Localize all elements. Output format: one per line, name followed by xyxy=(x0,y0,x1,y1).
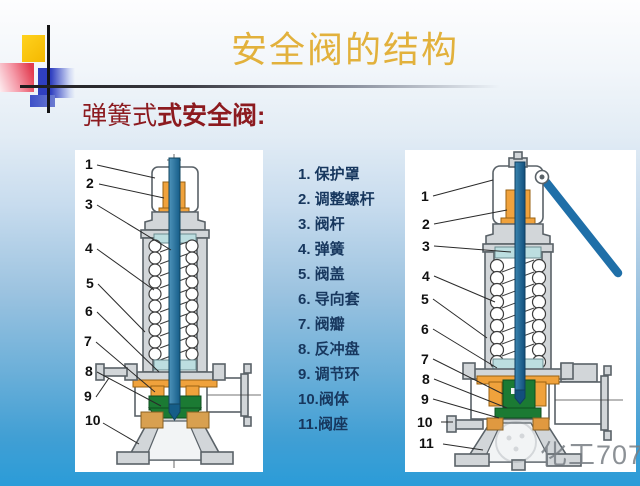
watermark-text: 化工707 xyxy=(540,440,640,470)
part-label: 10 xyxy=(85,412,101,428)
legend-item: 10.阀体 xyxy=(298,391,349,408)
legend-item: 11.阀座 xyxy=(298,416,349,433)
part-label: 2 xyxy=(86,175,94,191)
part-label: 6 xyxy=(421,321,429,337)
right-valve-diagram: 1 2 3 4 5 6 7 8 9 10 11 xyxy=(417,151,623,471)
subtitle-regular: 弹簧式 xyxy=(82,102,158,130)
leader-lines xyxy=(95,164,172,445)
part-label: 1 xyxy=(85,156,93,172)
valve-stem xyxy=(168,157,181,405)
deco-blue-square xyxy=(38,68,75,98)
page-title: 安全阀的结构 xyxy=(231,30,460,70)
spring xyxy=(148,239,199,361)
legend-item: 1. 保护罩 xyxy=(298,166,360,183)
part-label: 3 xyxy=(422,238,430,254)
adjusting-ring-pin xyxy=(454,419,484,430)
seat-ring xyxy=(140,411,164,429)
part-label: 11 xyxy=(419,435,434,451)
legend-item: 7. 阀瓣 xyxy=(298,316,345,333)
part-label: 5 xyxy=(421,291,429,307)
part-label: 9 xyxy=(84,388,92,404)
subtitle: 弹簧式式安全阀: xyxy=(82,96,265,132)
part-label: 3 xyxy=(85,196,93,212)
legend-item: 6. 导向套 xyxy=(298,291,360,308)
part-label: 4 xyxy=(422,268,430,284)
lifting-lever xyxy=(537,172,623,278)
leader-lines xyxy=(432,179,512,451)
part-numbers: 1 2 3 4 5 6 7 8 9 10 xyxy=(84,156,101,428)
part-label: 10 xyxy=(417,414,433,430)
right-valve-panel: 1 2 3 4 5 6 7 8 9 10 11 xyxy=(405,150,636,472)
part-label: 5 xyxy=(86,275,94,291)
seat-ring xyxy=(486,417,504,431)
subtitle-bold: 式安全阀: xyxy=(157,102,266,130)
deco-vertical-line xyxy=(47,25,50,113)
adjusting-ring-pin xyxy=(102,367,128,377)
legend-item: 9. 调节环 xyxy=(298,366,360,383)
part-label: 8 xyxy=(85,363,93,379)
outlet-pipe xyxy=(554,381,604,425)
part-numbers: 1 2 3 4 5 6 7 8 9 10 11 xyxy=(417,188,434,451)
watermark-logo-icon xyxy=(495,421,537,463)
part-label: 2 xyxy=(422,216,430,232)
parts-legend: 1. 保护罩 2. 调整螺杆 3. 阀杆 4. 弹簧 5. 阀盖 6. 导向套 … xyxy=(298,162,404,437)
valve-stem xyxy=(514,161,526,391)
part-label: 1 xyxy=(421,188,429,204)
deco-blue-small-square xyxy=(30,95,55,107)
left-valve-panel: 1 2 3 4 5 6 7 8 9 10 xyxy=(75,150,263,472)
part-label: 9 xyxy=(421,391,429,407)
legend-item: 2. 调整螺杆 xyxy=(298,191,375,208)
legend-item: 3. 阀杆 xyxy=(298,216,345,233)
left-valve-diagram: 1 2 3 4 5 6 7 8 9 10 xyxy=(84,154,261,468)
guide-sleeve xyxy=(488,381,503,407)
deco-yellow-square xyxy=(22,35,45,62)
legend-item: 8. 反冲盘 xyxy=(298,341,360,358)
legend-item: 4. 弹簧 xyxy=(298,241,345,258)
legend-item: 5. 阀盖 xyxy=(298,266,345,283)
part-label: 7 xyxy=(84,333,92,349)
part-label: 6 xyxy=(85,303,93,319)
part-label: 8 xyxy=(422,371,430,387)
title-underline-rule xyxy=(20,85,500,88)
recoil-disc xyxy=(494,407,542,419)
part-label: 7 xyxy=(421,351,429,367)
part-label: 4 xyxy=(85,240,93,256)
